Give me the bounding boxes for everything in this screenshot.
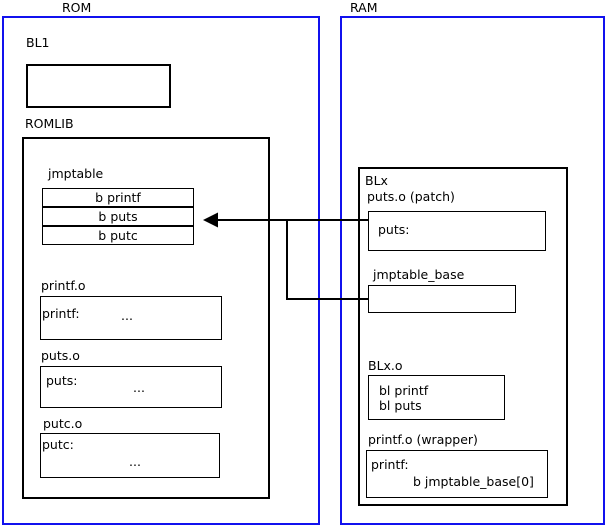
printf-o-wrapper-label: printf.o (wrapper) xyxy=(368,432,478,447)
connector-segment-arrow-shaft xyxy=(216,219,288,221)
blx-o-line-2: bl puts xyxy=(379,398,422,413)
jmptable-base-label: jmptable_base xyxy=(373,267,465,282)
puts-o-label: puts.o xyxy=(41,348,80,363)
rom-region-title: ROM xyxy=(62,0,92,15)
printf-o-body: ... xyxy=(121,308,133,323)
putc-o-body: ... xyxy=(129,454,141,469)
puts-o-patch-label: puts.o (patch) xyxy=(367,189,455,204)
puts-o-patch-symbol: puts: xyxy=(378,222,410,237)
connector-segment-bottom xyxy=(286,298,368,300)
romlib-label: ROMLIB xyxy=(25,116,74,131)
rom-region xyxy=(2,16,320,525)
bl1-box xyxy=(26,64,171,108)
printf-o-label: printf.o xyxy=(41,278,86,293)
printf-o-wrapper-symbol: printf: xyxy=(371,457,409,472)
jmptable-label: jmptable xyxy=(48,166,104,181)
putc-o-box: putc: ... xyxy=(40,433,220,478)
bl1-label: BL1 xyxy=(26,35,50,50)
connector-segment-vertical xyxy=(286,219,288,300)
jmptable-base-box xyxy=(368,285,516,313)
ram-region-title: RAM xyxy=(350,0,378,15)
blx-o-label: BLx.o xyxy=(368,358,403,373)
connector-arrowhead-icon xyxy=(203,212,218,228)
jmptable-entry-0: b printf xyxy=(42,188,194,207)
puts-o-symbol: puts: xyxy=(46,373,78,388)
blx-label: BLx xyxy=(365,173,388,188)
putc-o-label: putc.o xyxy=(43,416,83,431)
blx-o-line-1: bl printf xyxy=(379,383,429,398)
printf-o-symbol: printf: xyxy=(42,306,80,321)
puts-o-box: puts: ... xyxy=(40,366,222,408)
connector-segment-top xyxy=(286,219,368,221)
printf-o-wrapper-box: printf: b jmptable_base[0] xyxy=(366,450,548,498)
puts-o-patch-box: puts: xyxy=(368,211,546,251)
ram-region xyxy=(340,16,605,525)
blx-o-box: bl printf bl puts xyxy=(368,375,505,420)
putc-o-symbol: putc: xyxy=(42,437,74,452)
jmptable-entry-2: b putc xyxy=(42,226,194,245)
printf-o-box: printf: ... xyxy=(40,296,222,340)
jmptable-entry-1: b puts xyxy=(42,207,194,226)
printf-o-wrapper-branch: b jmptable_base[0] xyxy=(413,474,534,489)
puts-o-body: ... xyxy=(133,380,145,395)
